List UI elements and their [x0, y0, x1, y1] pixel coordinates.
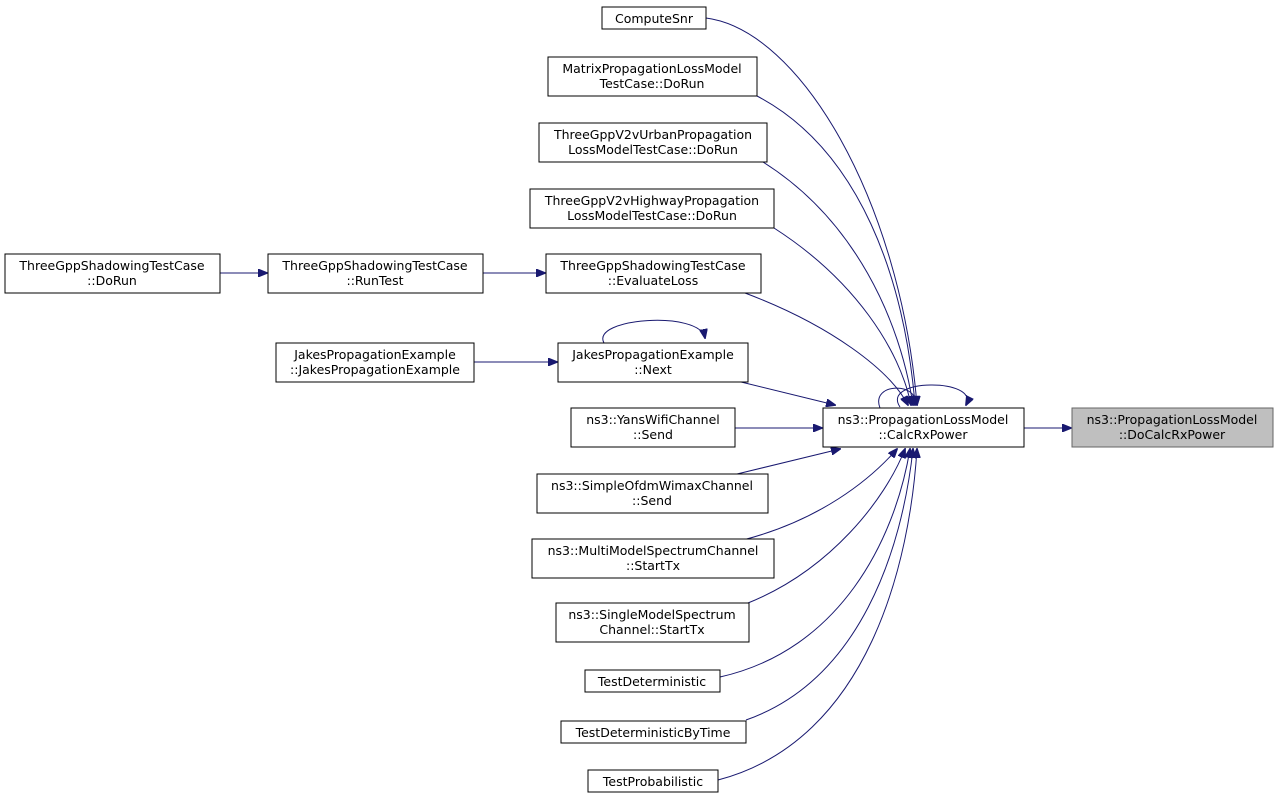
- node-yans-wifi-channel-send[interactable]: ns3::YansWifiChannel ::Send: [570, 407, 736, 448]
- node-label-line2: ::Next: [634, 362, 672, 377]
- node-test-deterministic-by-time[interactable]: TestDeterministicByTime: [560, 720, 747, 744]
- node-propagation-loss-model-docalcrxpower[interactable]: ns3::PropagationLossModel ::DoCalcRxPowe…: [1071, 407, 1274, 448]
- node-jakes-propagation-example-next[interactable]: JakesPropagationExample ::Next: [557, 342, 749, 383]
- edge-calcrxpower-self: [896, 384, 967, 408]
- node-propagation-loss-model-calcrxpower[interactable]: ns3::PropagationLossModel ::CalcRxPower: [822, 407, 1025, 448]
- edge-matrix-calcrxpower: [756, 95, 915, 405]
- node-label-line2: TestCase::DoRun: [599, 76, 705, 91]
- node-label-line2: ::Send: [632, 493, 672, 508]
- node-label-line2: Channel::StartTx: [599, 622, 704, 637]
- node-matrix-propagation-loss-model-test-case-dorun[interactable]: MatrixPropagationLossModel TestCase::DoR…: [547, 56, 758, 97]
- edge-ofdmsend-calcrxpower: [736, 449, 840, 475]
- node-label-line1: ThreeGppV2vHighwayPropagation: [544, 193, 759, 208]
- node-label-line2: ::DoCalcRxPower: [1119, 427, 1226, 442]
- node-three-gpp-v2v-urban-dorun[interactable]: ThreeGppV2vUrbanPropagation LossModelTes…: [538, 122, 768, 163]
- node-label-line2: ::EvaluateLoss: [608, 273, 698, 288]
- edge-next-self: [602, 319, 705, 344]
- node-shadowing-test-case-dorun[interactable]: ThreeGppShadowingTestCase ::DoRun: [4, 253, 221, 294]
- node-multi-model-spectrum-channel-starttx[interactable]: ns3::MultiModelSpectrumChannel ::StartTx: [531, 538, 775, 579]
- node-label-line2: ::CalcRxPower: [878, 427, 968, 442]
- node-simple-ofdm-wimax-channel-send[interactable]: ns3::SimpleOfdmWimaxChannel ::Send: [536, 473, 769, 514]
- edge-multistarttx-calcrxpower: [742, 449, 897, 541]
- edge-v2vhighway-calcrxpower: [773, 227, 911, 405]
- node-compute-snr[interactable]: ComputeSnr: [601, 6, 707, 30]
- node-shadowing-test-case-runtest[interactable]: ThreeGppShadowingTestCase ::RunTest: [267, 253, 484, 294]
- node-label: ComputeSnr: [615, 11, 694, 26]
- node-label-line1: ns3::YansWifiChannel: [586, 412, 720, 427]
- node-label-line2: LossModelTestCase::DoRun: [568, 142, 738, 157]
- edge-singlestarttx-calcrxpower: [747, 449, 905, 604]
- node-label-line1: ns3::PropagationLossModel: [1087, 412, 1258, 427]
- edge-v2vurban-calcrxpower: [762, 161, 913, 405]
- edge-next-calcrxpower: [736, 380, 835, 405]
- edge-testprob-calcrxpower: [717, 449, 917, 781]
- node-test-probabilistic[interactable]: TestProbabilistic: [587, 769, 719, 793]
- node-label-line1: JakesPropagationExample: [293, 347, 456, 362]
- node-single-model-spectrum-channel-starttx[interactable]: ns3::SingleModelSpectrum Channel::StartT…: [555, 602, 750, 643]
- node-label-line1: ns3::MultiModelSpectrumChannel: [548, 543, 759, 558]
- node-label-line1: JakesPropagationExample: [571, 347, 734, 362]
- node-label-line2: ::Send: [633, 427, 673, 442]
- edge-computesnr-calcrxpower: [705, 17, 917, 405]
- node-test-deterministic[interactable]: TestDeterministic: [584, 669, 721, 693]
- node-label-line1: ThreeGppShadowingTestCase: [559, 258, 746, 273]
- node-label: TestDeterministicByTime: [575, 725, 731, 740]
- node-label-line2: ::JakesPropagationExample: [290, 362, 460, 377]
- node-jakes-propagation-example-ctor[interactable]: JakesPropagationExample ::JakesPropagati…: [275, 342, 475, 383]
- node-three-gpp-v2v-highway-dorun[interactable]: ThreeGppV2vHighwayPropagation LossModelT…: [529, 188, 775, 229]
- edge-testdettime-calcrxpower: [745, 449, 913, 721]
- edge-testdet-calcrxpower: [719, 449, 910, 678]
- node-label-line1: ns3::PropagationLossModel: [838, 412, 1009, 427]
- node-label-line2: ::RunTest: [346, 273, 403, 288]
- node-label-line2: ::StartTx: [626, 558, 680, 573]
- node-label-line2: ::DoRun: [87, 273, 137, 288]
- edge-calcrxpower-self-left: [878, 387, 916, 409]
- node-label-line1: ThreeGppShadowingTestCase: [281, 258, 468, 273]
- node-shadowing-test-case-evaluateloss[interactable]: ThreeGppShadowingTestCase ::EvaluateLoss: [545, 253, 762, 294]
- node-label-line1: ns3::SingleModelSpectrum: [568, 607, 735, 622]
- node-label-line1: MatrixPropagationLossModel: [562, 61, 741, 76]
- node-label-line1: ThreeGppShadowingTestCase: [18, 258, 205, 273]
- node-label-line2: LossModelTestCase::DoRun: [567, 208, 737, 223]
- node-label-line1: ThreeGppV2vUrbanPropagation: [553, 127, 752, 142]
- edges: [220, 17, 1071, 781]
- node-label: TestDeterministic: [597, 674, 706, 689]
- node-label: TestProbabilistic: [602, 774, 703, 789]
- edge-evaluateloss-calcrxpower: [744, 292, 908, 405]
- node-label-line1: ns3::SimpleOfdmWimaxChannel: [551, 478, 753, 493]
